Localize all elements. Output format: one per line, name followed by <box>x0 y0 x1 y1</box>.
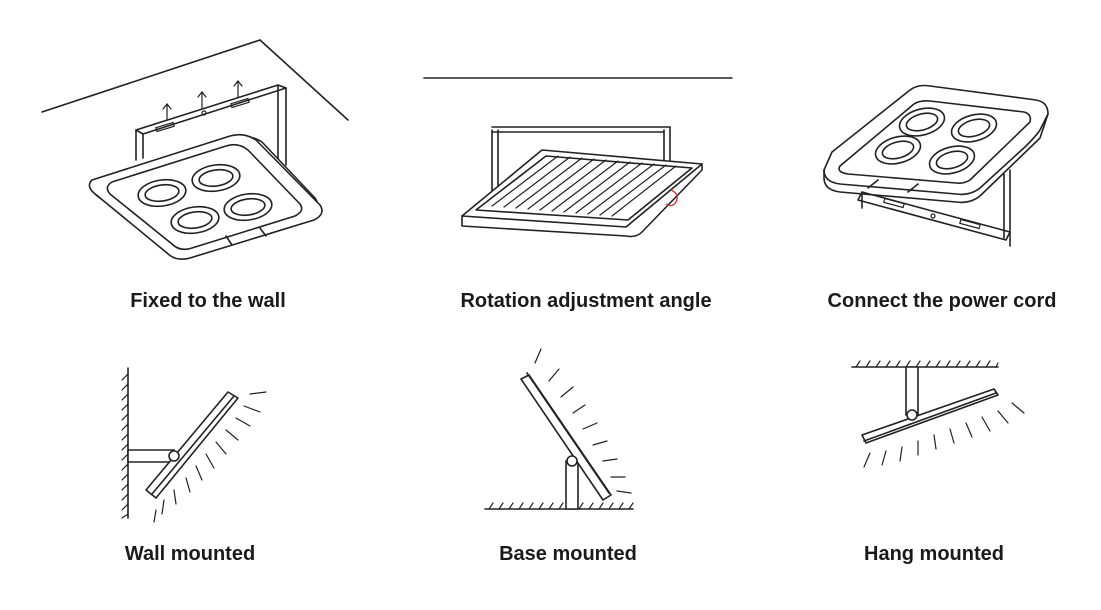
illustration-base-mounted <box>475 345 655 520</box>
illustration-connect-power-cord <box>800 70 1080 260</box>
arrow-up-icon <box>162 80 243 123</box>
illustration-wall-mounted <box>110 360 290 530</box>
caption-wall-mounted: Wall mounted <box>124 543 256 565</box>
caption-base-mounted: Base mounted <box>499 543 637 565</box>
caption-rotation-adjustment: Rotation adjustment angle <box>460 290 712 312</box>
illustration-hang-mounted <box>848 355 1038 475</box>
illustration-rotation-adjustment <box>410 60 750 260</box>
illustration-fixed-to-wall <box>30 30 360 280</box>
caption-connect-power-cord: Connect the power cord <box>827 290 1057 312</box>
caption-fixed-to-wall: Fixed to the wall <box>130 290 286 312</box>
caption-hang-mounted: Hang mounted <box>864 543 1004 565</box>
rotation-marker-icon <box>665 189 678 207</box>
